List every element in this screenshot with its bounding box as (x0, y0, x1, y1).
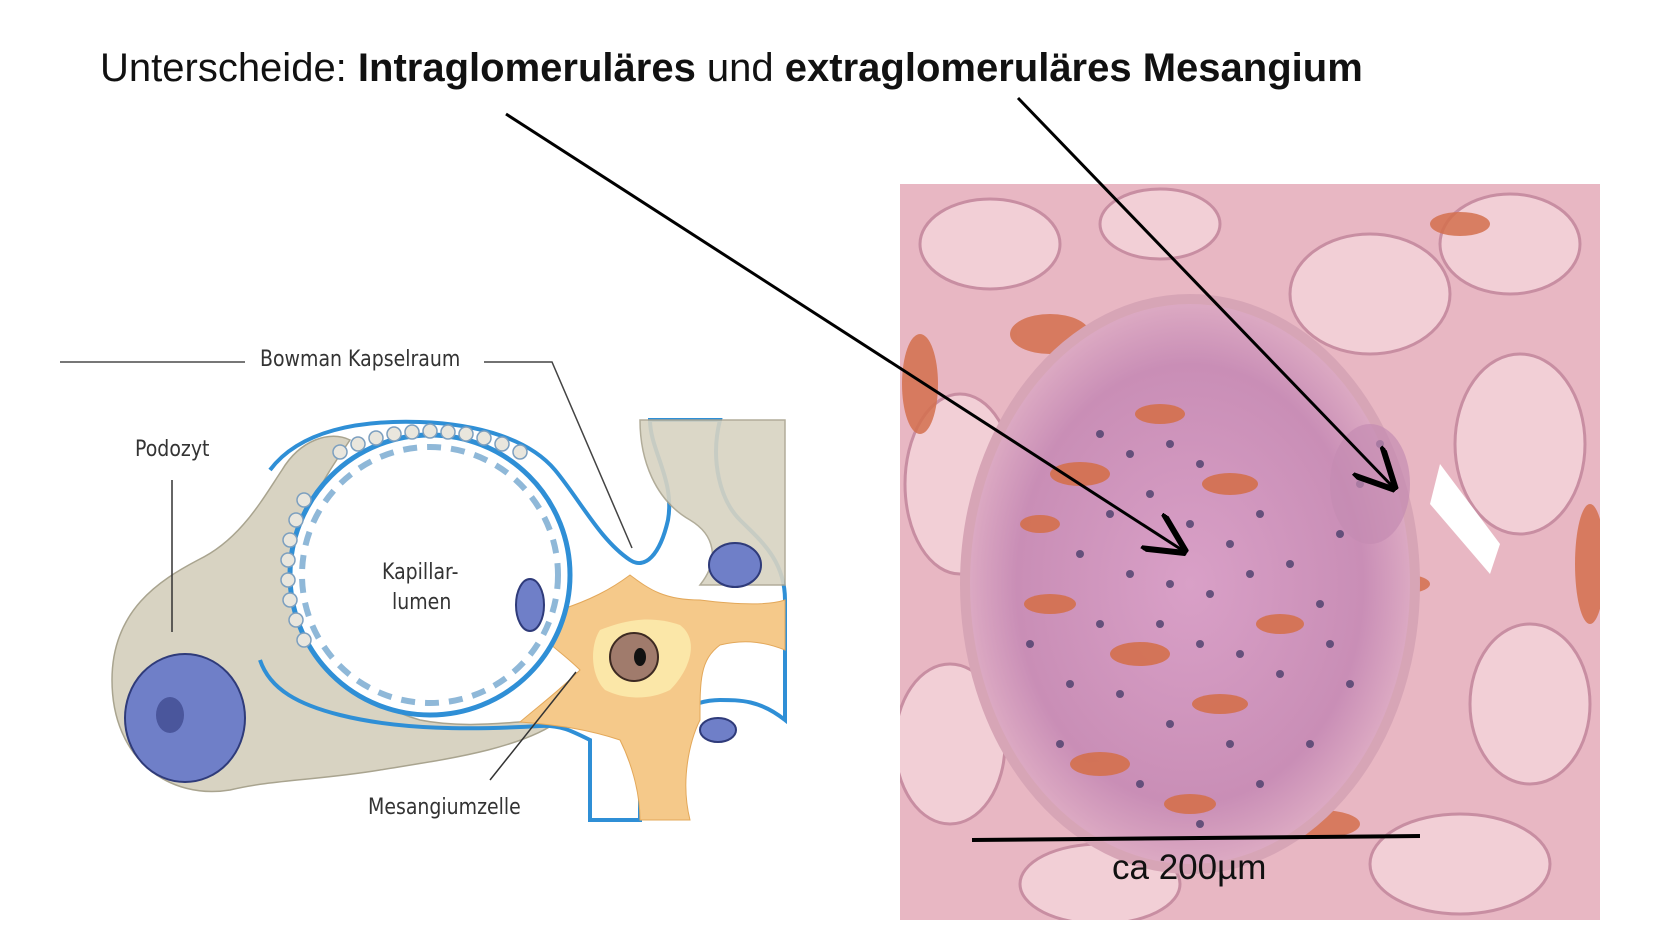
label-capillary-lumen-1: Kapillar- (382, 560, 459, 585)
mesangial-cell-nucleolus (634, 648, 646, 666)
capillary-endothelium (299, 444, 561, 706)
scale-bar (971, 834, 1421, 842)
glomerulus (960, 294, 1420, 874)
slide-heading: Unterscheide: Intraglomeruläres und extr… (100, 44, 1363, 92)
histology-micrograph (900, 184, 1600, 920)
podocyte-nucleolus (156, 697, 184, 733)
glomerular-capillary-erythrocytes (1020, 404, 1304, 814)
bowman-leader-right (484, 361, 633, 549)
arrow-intraglomerular (505, 112, 1182, 550)
arrow-extraglomerular (1016, 96, 1392, 486)
heading-intraglomerular: Intraglomeruläres (357, 46, 696, 90)
mesangium-matrix (518, 574, 786, 821)
small-nucleus (699, 717, 737, 743)
tubules (900, 187, 1592, 920)
label-bowman-capsule-space: Bowman Kapselraum (260, 347, 461, 372)
heading-extraglomerular: extraglomeruläres Mesangium (784, 46, 1363, 90)
bowman-epithelial-nucleus (708, 542, 762, 588)
scale-bar-label: ca 200µm (1112, 848, 1267, 887)
foot-processes-top (332, 423, 528, 460)
tubule-lumen (1430, 464, 1500, 574)
foot-processes-left (280, 492, 312, 648)
bowman-cytoplasm-band (639, 419, 786, 586)
label-mesangial-cell: Mesangiumzelle (368, 795, 521, 820)
heading-connector: und (695, 46, 785, 90)
label-capillary-lumen-2: lumen (392, 590, 452, 615)
heading-prefix: Unterscheide: (100, 46, 358, 90)
mesangium-leader (489, 671, 577, 781)
label-podocyte: Podozyt (135, 437, 210, 462)
cell-nuclei (1026, 430, 1384, 828)
endothelial-nucleus (515, 578, 545, 632)
podocyte-nucleus (124, 653, 246, 783)
